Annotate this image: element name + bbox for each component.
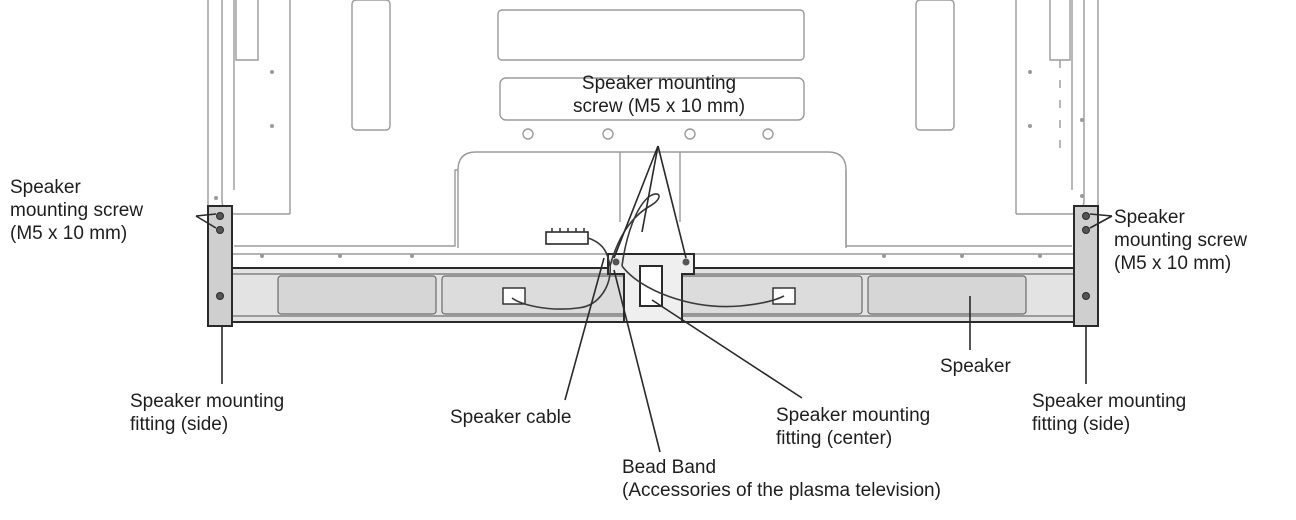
side-fitting-right (1073, 205, 1099, 327)
label-screw-top-line1: Speaker mounting (581, 73, 737, 94)
label-fitting-side-right: Speaker mounting fitting (side) (1032, 390, 1186, 436)
label-screw-left-line1: Speaker (10, 177, 81, 198)
label-screw-right: Speaker mounting screw (M5 x 10 mm) (1114, 206, 1247, 275)
cable-connector (545, 231, 589, 245)
tv-rear-screws (522, 128, 774, 140)
center-fitting-screws (612, 258, 690, 266)
label-screw-right-line3: (M5 x 10 mm) (1114, 253, 1232, 274)
tv-rear-outline (207, 0, 1099, 268)
label-screw-top: Speaker mounting screw (M5 x 10 mm) (552, 72, 766, 118)
label-bead-band-line2: (Accessories of the plasma television) (622, 480, 941, 501)
speaker-cable (511, 193, 785, 310)
label-screw-right-line2: mounting screw (1114, 230, 1248, 251)
label-speaker-cable-text: Speaker cable (450, 407, 572, 428)
label-bead-band-line1: Bead Band (622, 457, 717, 478)
label-fitting-side-right-line2: fitting (side) (1032, 414, 1131, 435)
label-speaker-cable: Speaker cable (450, 406, 571, 429)
label-screw-left-line3: (M5 x 10 mm) (10, 223, 128, 244)
label-fitting-side-left: Speaker mounting fitting (side) (130, 390, 284, 436)
label-bead-band: Bead Band (Accessories of the plasma tel… (622, 456, 941, 502)
label-fitting-side-left-line1: Speaker mounting (130, 391, 285, 412)
label-fitting-center: Speaker mounting fitting (center) (776, 404, 930, 450)
cable-clip-left (502, 287, 526, 305)
label-screw-right-line1: Speaker (1114, 207, 1185, 228)
side-fitting-screws (216, 212, 1090, 300)
label-fitting-center-line1: Speaker mounting (776, 405, 931, 426)
label-speaker: Speaker (940, 355, 1011, 378)
left-speaker-panel (277, 275, 437, 315)
label-fitting-side-left-line2: fitting (side) (130, 414, 229, 435)
right-speaker-panel (867, 275, 1027, 315)
side-fitting-left (207, 205, 233, 327)
leader-lines (195, 145, 1113, 453)
label-fitting-center-line2: fitting (center) (776, 428, 893, 449)
tv-rear-dots (214, 70, 1084, 258)
label-speaker-text: Speaker (940, 356, 1011, 377)
label-screw-left-line2: mounting screw (10, 200, 144, 221)
label-screw-top-line2: screw (M5 x 10 mm) (572, 96, 746, 117)
label-screw-left: Speaker mounting screw (M5 x 10 mm) (10, 176, 143, 245)
label-fitting-side-right-line1: Speaker mounting (1032, 391, 1187, 412)
